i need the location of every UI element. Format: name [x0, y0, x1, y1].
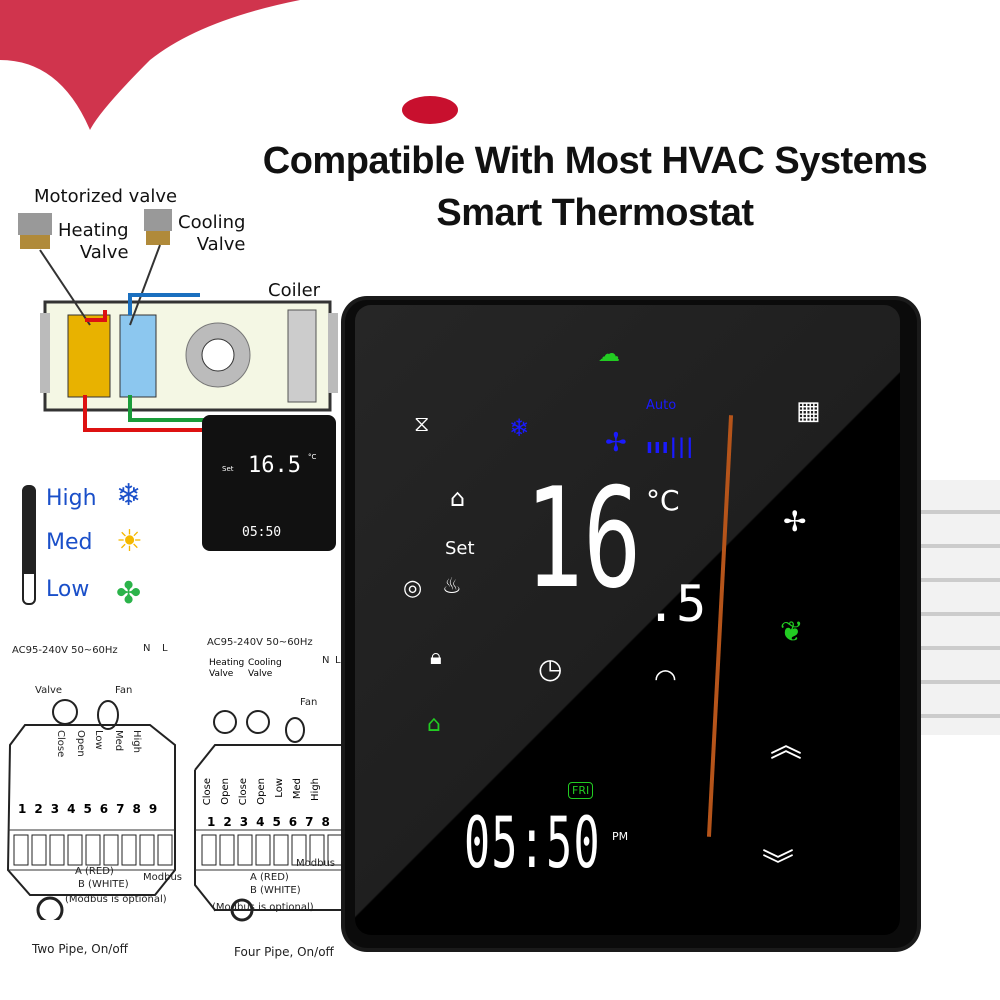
- wiring1-board: [6, 699, 176, 920]
- w2-modbus-a: A (RED): [250, 872, 289, 883]
- fan-speed-bar-icon: [22, 485, 36, 605]
- w1-modbus-note: (Modbus is optional): [65, 894, 167, 905]
- fan-speed-icon: ✢: [605, 428, 627, 458]
- eco-icon: ◎: [403, 576, 423, 601]
- headline-1: Compatible With Most HVAC Systems: [262, 140, 928, 182]
- eco-leaf-button[interactable]: ❦: [780, 615, 804, 648]
- cloud-icon: ☁: [598, 342, 620, 367]
- wiring2-board: [194, 710, 345, 922]
- w1-terminal-numbers: 123456789: [18, 802, 166, 816]
- time-display: 05:50: [464, 802, 601, 884]
- wiring2-supply: AC95-240V 50~60Hz: [207, 637, 313, 648]
- w1-t-high: High: [131, 730, 142, 753]
- w2-modbus-b: B (WHITE): [250, 885, 301, 896]
- w2-t-med: Med: [292, 778, 303, 800]
- fan-auto-label: Auto: [646, 398, 677, 413]
- sun-icon: ☀: [116, 524, 143, 559]
- fan-button[interactable]: ✢: [783, 505, 807, 538]
- w2-modbus-label: Modbus: [296, 858, 335, 869]
- headline-1-row: Compatible With Most HVAC Systems: [200, 140, 990, 183]
- wiring1-supply: AC95-240V 50~60Hz: [12, 645, 118, 656]
- valve-icon: ⧖: [414, 412, 430, 437]
- w1-modbus-label: Modbus: [143, 872, 182, 883]
- wiring2-n: N: [322, 655, 330, 666]
- w2-t-high: High: [310, 778, 321, 801]
- hvac-coiler-diagram: [18, 209, 338, 432]
- w1-modbus-a: A (RED): [75, 866, 114, 877]
- fan-icon: ✤: [116, 576, 142, 611]
- down-button[interactable]: ︾: [762, 846, 795, 884]
- day-indicator: FRI: [568, 782, 594, 799]
- thermostat-back-box: [905, 480, 1000, 735]
- thermostat-screen: [355, 305, 900, 935]
- up-button[interactable]: ︽: [770, 726, 803, 764]
- room-temp-icon: ⌂: [450, 484, 466, 512]
- coiler-label: Coiler: [268, 280, 321, 301]
- wiring1-l: L: [162, 643, 168, 654]
- wiring2-heating-valve: Heating Valve: [209, 658, 245, 679]
- w2-t-open2: Open: [256, 778, 267, 805]
- clock-icon: ◷: [538, 652, 563, 685]
- w2-caption: Four Pipe, On/off: [234, 945, 334, 959]
- w1-modbus-b: B (WHITE): [78, 879, 129, 890]
- headline-2: Smart Thermostat: [436, 192, 754, 234]
- wiring2-fan: Fan: [300, 697, 318, 708]
- snowflake-icon: ❄: [116, 478, 142, 513]
- w1-t-low: Low: [93, 730, 104, 750]
- w1-t-open: Open: [75, 730, 86, 757]
- wiring1-valve: Valve: [35, 685, 63, 696]
- wiring2-cooling-valve: Cooling Valve: [248, 658, 282, 679]
- w1-caption: Two Pipe, On/off: [32, 942, 128, 956]
- heating-icon: ♨: [442, 574, 462, 599]
- mini-time: 05:50: [242, 525, 282, 540]
- mini-set-label: Set: [222, 465, 234, 473]
- fan-speed-bars-icon: ııı|||: [646, 434, 695, 458]
- fan-med-label: Med: [46, 530, 93, 555]
- ampm-label: PM: [612, 830, 629, 843]
- temperature-display: 16: [525, 458, 642, 619]
- fan-low-label: Low: [46, 577, 90, 602]
- wiring2-l: L: [335, 655, 341, 666]
- motorized-valve-label: Motorized valve: [34, 186, 178, 207]
- wifi-icon: ◠: [654, 664, 677, 694]
- home-mode-icon: ⌂: [427, 712, 441, 737]
- heating-valve-label: Heating Valve: [58, 220, 129, 263]
- menu-button[interactable]: ▦: [796, 396, 821, 426]
- w2-modbus-note: (Modbus is optional): [212, 902, 314, 913]
- decorative-swoosh: [0, 0, 458, 130]
- w1-t-med: Med: [113, 730, 124, 752]
- fan-high-label: High: [46, 486, 97, 511]
- w2-t-close1: Close: [202, 778, 213, 806]
- w2-t-low: Low: [274, 778, 285, 798]
- mini-thermostat-image: Set 16.5 °C 05:50: [202, 415, 336, 551]
- mini-temperature: 16.5: [248, 453, 301, 478]
- lock-icon: 🔒︎: [430, 645, 442, 670]
- unit-label: °C: [646, 484, 680, 517]
- headline-2-row: Smart Thermostat: [200, 192, 990, 235]
- snowflake-mode-icon: ❄: [509, 414, 530, 442]
- wiring1-fan: Fan: [115, 685, 133, 696]
- w2-t-close2: Close: [238, 778, 249, 806]
- wiring1-n: N: [143, 643, 151, 654]
- set-label: Set: [445, 538, 475, 559]
- mini-unit: °C: [308, 453, 317, 461]
- w2-t-open1: Open: [220, 778, 231, 805]
- temperature-decimal: .5: [646, 575, 707, 633]
- w2-terminal-numbers: 12345678: [207, 815, 338, 829]
- cooling-valve-label: Cooling Valve: [178, 212, 246, 255]
- w1-t-close: Close: [55, 730, 66, 758]
